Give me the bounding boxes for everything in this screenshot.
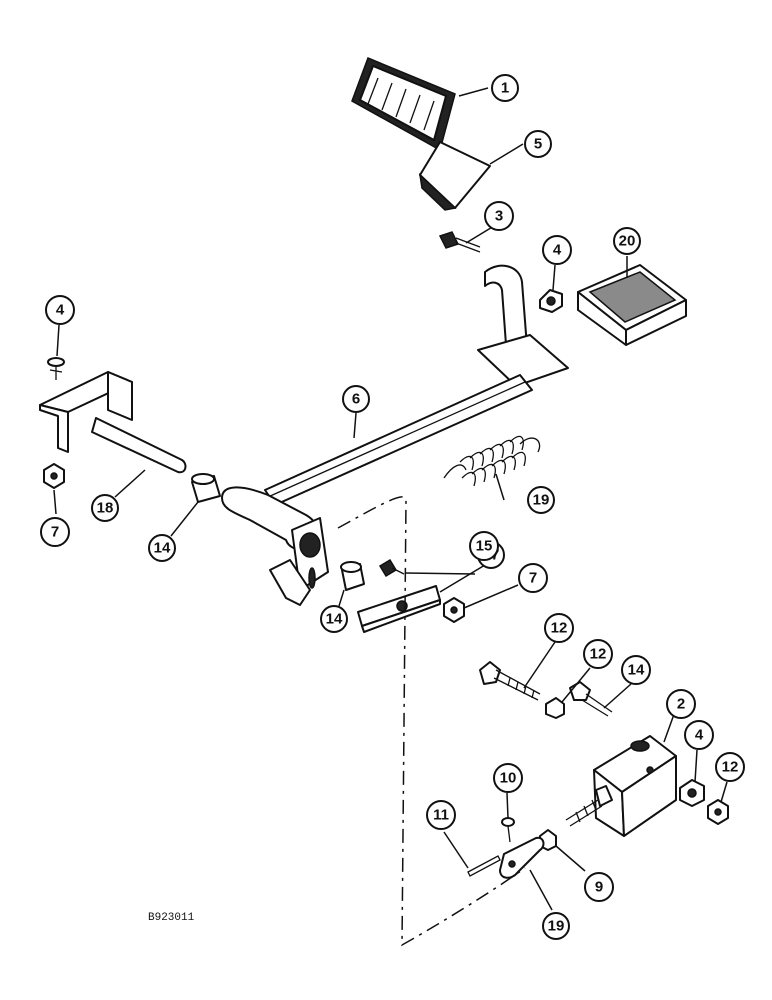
- callout-8: 19: [527, 486, 555, 514]
- callout-15: 9: [584, 872, 614, 902]
- callout-label: 18: [97, 500, 114, 517]
- callout-10: 2: [666, 689, 696, 719]
- callout-17: 11: [426, 800, 456, 830]
- callout-label: 19: [548, 918, 565, 935]
- callout-16: 10: [493, 763, 523, 793]
- part-friction-block: [577, 264, 687, 346]
- callout-label: 12: [590, 646, 607, 663]
- part-clevis: [499, 836, 545, 879]
- drawing-code: B923011: [148, 912, 195, 924]
- callout-label: 7: [51, 524, 59, 541]
- callout-label: 10: [500, 770, 517, 787]
- callout-label: 15: [476, 538, 493, 555]
- callout-4-left: 14: [148, 534, 176, 562]
- callout-label: 4: [56, 302, 65, 319]
- callout-9: 20: [613, 227, 641, 255]
- callout-20: 14: [621, 655, 651, 685]
- part-bushing-4-left: [191, 473, 221, 503]
- callout-14-left: 7: [40, 517, 70, 547]
- part-bolt-11: [438, 231, 481, 253]
- callout-label: 4: [695, 727, 704, 744]
- callout-label: 3: [495, 208, 503, 225]
- callout-19-middle: 12: [583, 639, 613, 669]
- callout-1: 1: [491, 74, 519, 102]
- callout-3: 6: [342, 385, 370, 413]
- part-bolt-18: [479, 661, 541, 701]
- assembly-centerline: [337, 496, 526, 947]
- part-spring: [443, 435, 541, 487]
- part-valve-body: [565, 735, 677, 837]
- callout-18: 12: [544, 613, 574, 643]
- callout-label: 9: [595, 879, 603, 896]
- callout-14-right: 7: [518, 563, 548, 593]
- callout-label: 1: [501, 80, 509, 97]
- callout-12-right: 4: [684, 720, 714, 750]
- callout-label: 19: [533, 492, 550, 509]
- part-pad-wedge: [418, 141, 491, 211]
- part-bolt-20: [569, 681, 613, 717]
- part-nut-19-middle: [545, 697, 565, 719]
- callout-7: 19: [542, 912, 570, 940]
- part-nut-14-right: [443, 597, 465, 623]
- part-bracket-pin: [39, 371, 187, 474]
- part-bushing-4-right: [340, 561, 365, 591]
- callout-label: 2: [677, 696, 685, 713]
- part-plate: [357, 585, 441, 633]
- callout-4-right: 14: [320, 605, 348, 633]
- callout-2: 5: [524, 130, 552, 158]
- leader-lines: [53, 87, 728, 911]
- part-nut-12-upper: [539, 289, 563, 313]
- part-cotter-pin: [467, 855, 501, 877]
- part-nut-14-left: [43, 463, 65, 489]
- callout-label: 12: [722, 759, 739, 776]
- callout-label: 14: [154, 540, 171, 557]
- callout-label: 7: [529, 570, 537, 587]
- callout-label: 14: [628, 662, 645, 679]
- part-bolt-21: [378, 558, 405, 578]
- callout-13: 4: [45, 295, 75, 325]
- part-nut-19-right: [707, 799, 729, 825]
- callout-label: 12: [551, 620, 568, 637]
- part-nut-12-right: [679, 779, 705, 807]
- callout-label: 11: [433, 807, 449, 824]
- callout-label: 5: [534, 136, 542, 153]
- part-pedal-shaft: [221, 264, 569, 606]
- part-screw-13: [47, 357, 65, 380]
- callout-12-upper: 4: [542, 235, 572, 265]
- part-pedal-pad: [351, 57, 456, 152]
- callout-label: 6: [352, 391, 360, 408]
- callout-11: 3: [484, 201, 514, 231]
- callout-label: 14: [326, 611, 343, 628]
- callout-label: 20: [619, 233, 636, 250]
- part-clevis-pin: [501, 817, 515, 843]
- callout-21: 15: [469, 531, 499, 561]
- callout-19-right: 12: [715, 752, 745, 782]
- callout-label: 4: [553, 242, 562, 259]
- callout-6: 18: [91, 494, 119, 522]
